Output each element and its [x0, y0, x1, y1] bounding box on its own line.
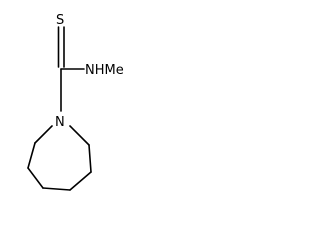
- ring-bond-c5-c6: [69, 171, 92, 191]
- ring-bond-c6-c7: [88, 144, 92, 173]
- ring-bond-c3-c4: [27, 167, 44, 189]
- ring-bond-c4-c5: [42, 187, 71, 191]
- ring-bond-n-c2: [34, 125, 53, 144]
- ring-bond-c2-c3: [27, 142, 36, 169]
- nhme-group-label: NHMe: [85, 63, 124, 78]
- molecule-structure-diagram: S NHMe N: [0, 0, 157, 211]
- ring-nitrogen-label: N: [55, 115, 65, 130]
- ring-bond-c7-n: [69, 125, 90, 146]
- sulfur-atom-label: S: [56, 13, 64, 28]
- molecule-svg: S NHMe N: [27, 13, 124, 191]
